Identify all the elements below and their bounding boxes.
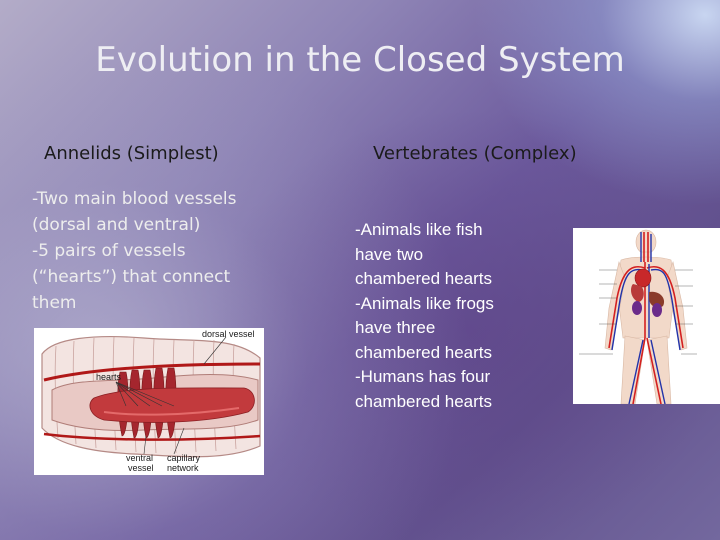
vertebrates-line: have three xyxy=(355,318,436,337)
annelids-heading: Annelids (Simplest) xyxy=(44,143,219,164)
vertebrates-heading: Vertebrates (Complex) xyxy=(373,143,577,164)
annelids-line: (“hearts”) that connect xyxy=(32,267,231,287)
annelids-line: -5 pairs of vessels xyxy=(32,241,186,261)
annelids-line: (dorsal and ventral) xyxy=(32,215,201,235)
ventral-vessel-label: ventral xyxy=(126,453,153,463)
vertebrates-line: chambered hearts xyxy=(355,269,493,288)
annelids-line: -Two main blood vessels xyxy=(32,189,237,209)
human-circulatory-diagram xyxy=(573,228,720,404)
hearts-label: hearts xyxy=(96,372,122,382)
dorsal-vessel-label: dorsal vessel xyxy=(202,329,255,339)
earthworm-illustration: dorsal vessel hearts ventral vessel capi… xyxy=(41,329,261,473)
vertebrates-line: -Animals like fish xyxy=(355,220,483,239)
vertebrates-text: -Animals like fish have two chambered he… xyxy=(355,218,530,414)
annelids-text: -Two main blood vessels (dorsal and vent… xyxy=(32,186,277,316)
slide-title: Evolution in the Closed System xyxy=(95,40,625,80)
vertebrates-line: have two xyxy=(355,244,424,264)
ventral-vessel-label-2: vessel xyxy=(128,463,154,473)
vertebrates-line: -Humans has four xyxy=(355,367,491,386)
annelids-line: them xyxy=(32,293,77,313)
earthworm-diagram: dorsal vessel hearts ventral vessel capi… xyxy=(34,328,264,475)
human-circulation-illustration xyxy=(579,229,697,404)
capillary-network-label: capillary xyxy=(167,453,201,463)
capillary-network-label-2: network xyxy=(167,463,199,473)
vertebrates-line: chambered hearts xyxy=(355,391,493,411)
vertebrates-line: -Animals like frogs xyxy=(355,293,494,313)
vertebrates-line: chambered hearts xyxy=(355,342,493,362)
